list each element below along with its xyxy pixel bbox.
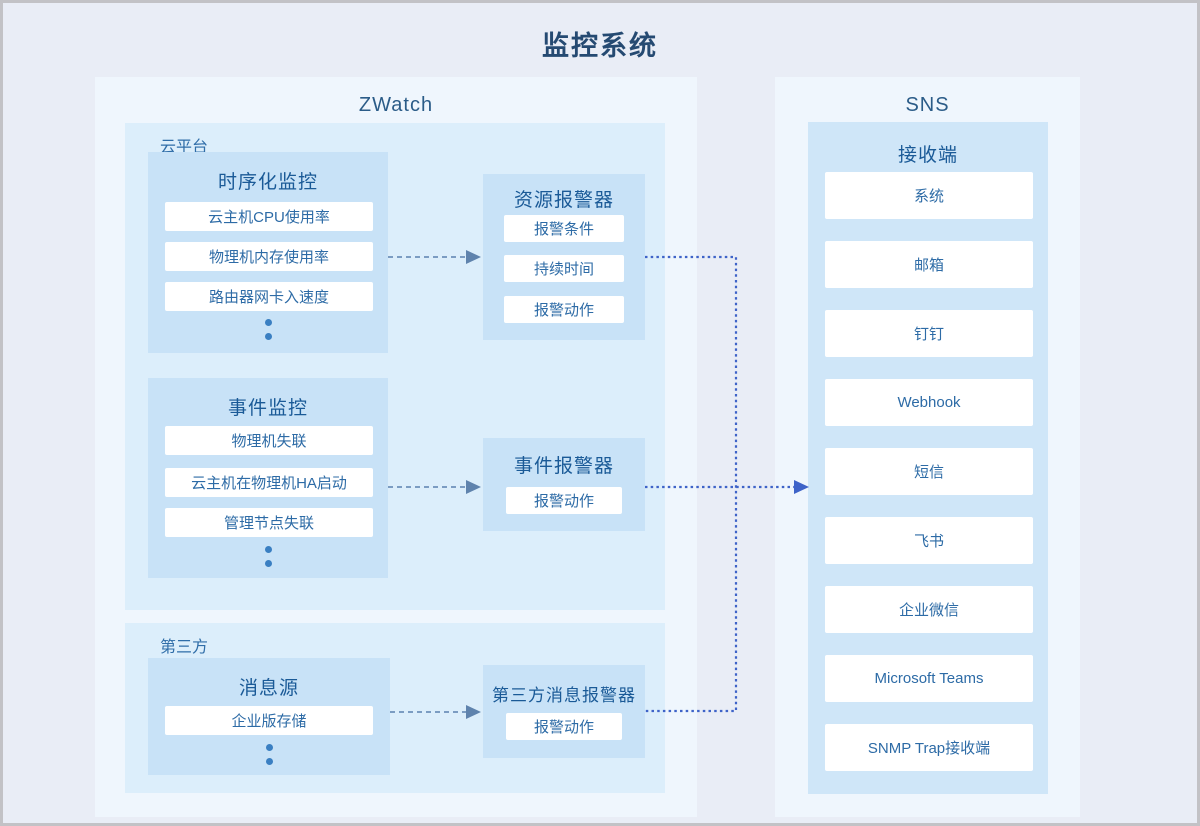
ellipsis-dots-icon: [148, 546, 388, 567]
receiver-title: 接收端: [897, 145, 958, 166]
receiver-item: 系统: [825, 172, 1033, 219]
alarm-attr-item: 报警动作: [504, 296, 624, 323]
receiver-item: Webhook: [825, 379, 1033, 426]
event-alarm-title: 事件报警器: [513, 456, 614, 477]
receiver-group: 接收端 系统 邮箱 钉钉 Webhook 短信 飞书 企业微信 Microsof…: [808, 122, 1048, 794]
receiver-item: 短信: [825, 448, 1033, 495]
message-source-title: 消息源: [238, 678, 299, 699]
zwatch-panel: ZWatch 云平台 时序化监控 云主机CPU使用率 物理机内存使用率 路由器网…: [95, 77, 697, 817]
event-item: 云主机在物理机HA启动: [165, 468, 373, 497]
cloud-platform-label: 云平台: [160, 139, 209, 156]
event-monitor-title: 事件监控: [227, 398, 308, 419]
ellipsis-dots-icon: [148, 319, 388, 340]
diagram-canvas: 监控系统 ZWatch 云平台 时序化监控 云主机CPU使用率 物理机内存使用率…: [3, 3, 1197, 823]
resource-alarm-box: 资源报警器 报警条件 持续时间 报警动作: [483, 174, 645, 340]
message-source-box: 消息源 企业版存储: [148, 658, 390, 775]
message-source-item: 企业版存储: [165, 706, 373, 735]
event-item: 物理机失联: [165, 426, 373, 455]
receiver-item: 钉钉: [825, 310, 1033, 357]
alarm-attr-item: 报警动作: [506, 487, 622, 514]
metric-item: 云主机CPU使用率: [165, 202, 373, 231]
page-title: 监控系统: [542, 31, 658, 61]
metric-item: 路由器网卡入速度: [165, 282, 373, 311]
alarm-attr-item: 报警条件: [504, 215, 624, 242]
receiver-item: 邮箱: [825, 241, 1033, 288]
alarm-attr-item: 持续时间: [504, 255, 624, 282]
alarm-attr-item: 报警动作: [506, 713, 622, 740]
sns-panel-label: SNS: [905, 94, 950, 116]
sns-panel: SNS 接收端 系统 邮箱 钉钉 Webhook 短信 飞书 企业微信 Micr…: [775, 77, 1080, 817]
receiver-item: 企业微信: [825, 586, 1033, 633]
event-item: 管理节点失联: [165, 508, 373, 537]
event-alarm-box: 事件报警器 报警动作: [483, 438, 645, 531]
metric-item: 物理机内存使用率: [165, 242, 373, 271]
receiver-item: 飞书: [825, 517, 1033, 564]
third-party-alarm-box: 第三方消息报警器 报警动作: [483, 665, 645, 758]
resource-alarm-title: 资源报警器: [513, 190, 614, 211]
receiver-item: SNMP Trap接收端: [825, 724, 1033, 771]
timeseries-monitor-title: 时序化监控: [217, 172, 318, 193]
zwatch-panel-label: ZWatch: [358, 94, 434, 116]
receiver-item: Microsoft Teams: [825, 655, 1033, 702]
third-party-alarm-title: 第三方消息报警器: [492, 686, 636, 705]
ellipsis-dots-icon: [148, 744, 390, 765]
third-party-label: 第三方: [160, 639, 209, 656]
event-monitor-box: 事件监控 物理机失联 云主机在物理机HA启动 管理节点失联: [148, 378, 388, 578]
timeseries-monitor-box: 时序化监控 云主机CPU使用率 物理机内存使用率 路由器网卡入速度: [148, 152, 388, 353]
